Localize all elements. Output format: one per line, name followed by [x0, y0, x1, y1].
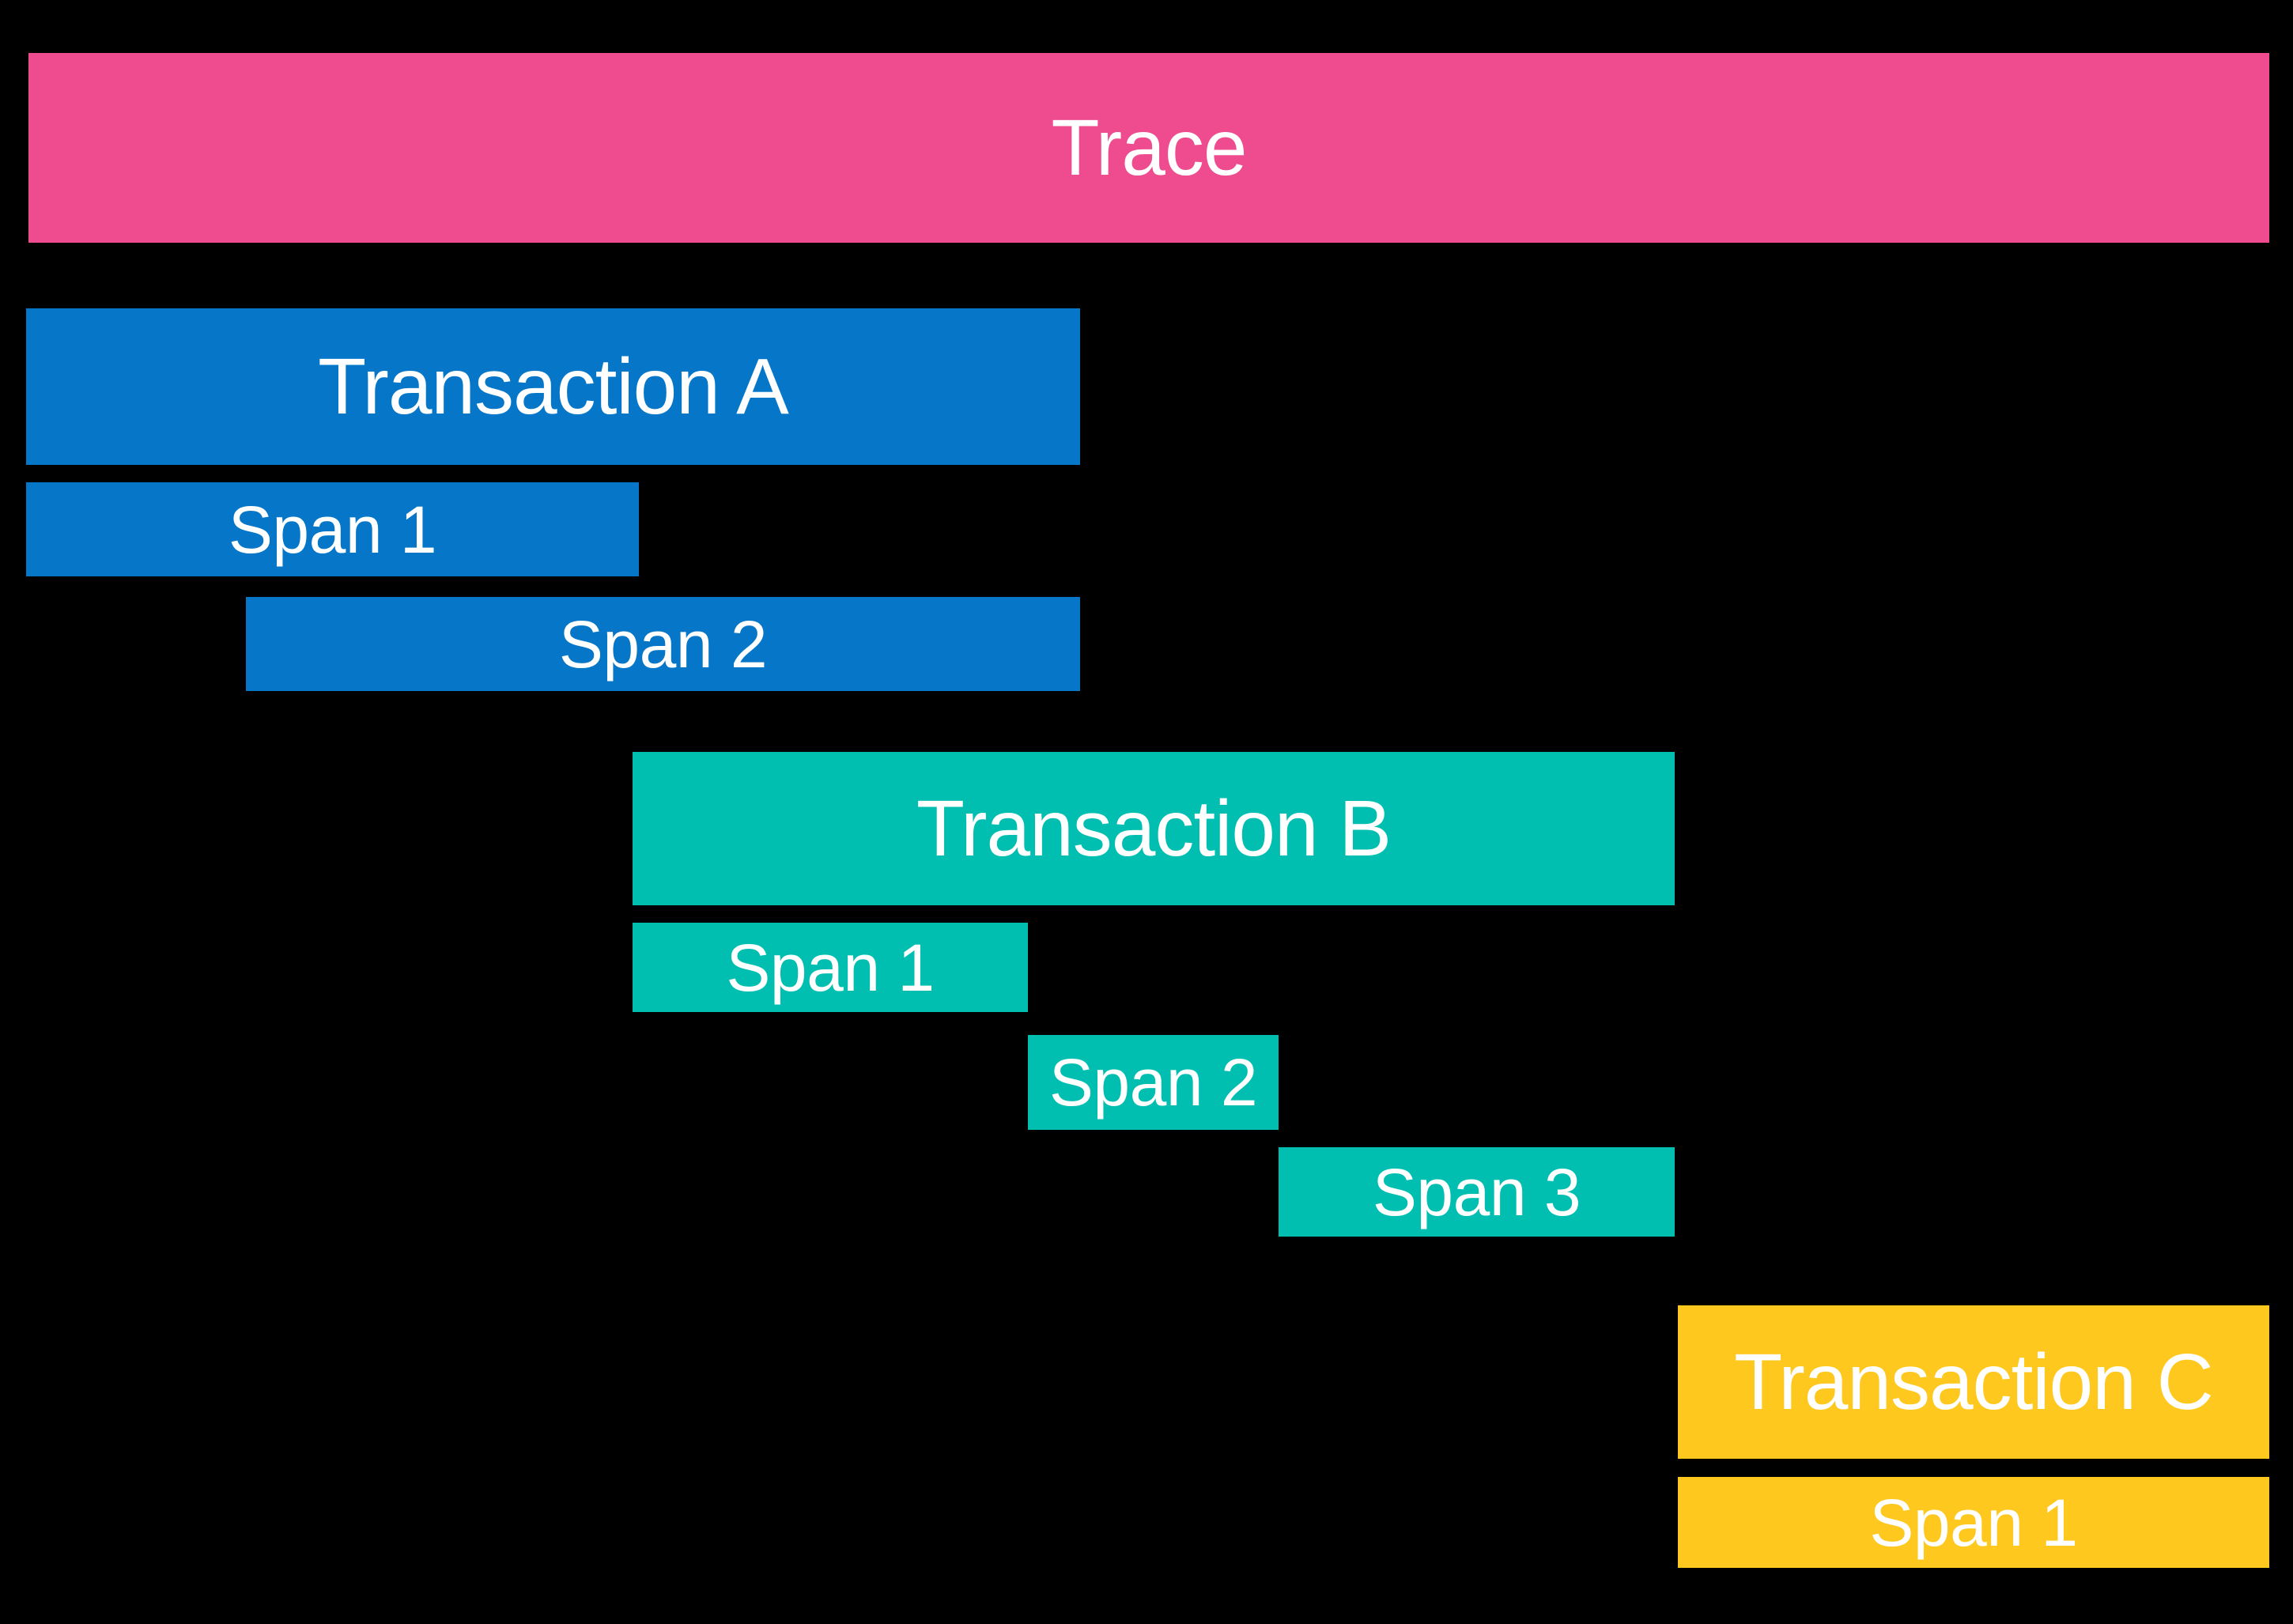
transaction-c-bar: Transaction C: [1678, 1305, 2269, 1459]
transaction-c-span-1-bar: Span 1: [1678, 1477, 2269, 1568]
transaction-b-span-2-label: Span 2: [1048, 1045, 1258, 1120]
transaction-b-label: Transaction B: [916, 784, 1392, 873]
transaction-b-span-1-label: Span 1: [726, 930, 935, 1005]
transaction-a-label: Transaction A: [318, 342, 789, 431]
transaction-a-span-1-label: Span 1: [228, 492, 437, 567]
transaction-a-bar: Transaction A: [26, 308, 1080, 465]
transaction-c-span-1-label: Span 1: [1869, 1485, 2078, 1560]
transaction-b-bar: Transaction B: [633, 752, 1675, 905]
transaction-b-span-2-bar: Span 2: [1028, 1035, 1279, 1130]
trace-label: Trace: [1051, 104, 1248, 192]
transaction-b-span-3-label: Span 3: [1372, 1154, 1581, 1229]
trace-bar: Trace: [28, 53, 2269, 243]
transaction-a-span-2-bar: Span 2: [246, 597, 1080, 691]
transaction-b-span-1-bar: Span 1: [633, 923, 1028, 1012]
transaction-c-label: Transaction C: [1734, 1338, 2214, 1426]
transaction-a-span-2-label: Span 2: [558, 606, 768, 682]
transaction-a-span-1-bar: Span 1: [26, 482, 639, 576]
transaction-b-span-3-bar: Span 3: [1279, 1147, 1675, 1237]
